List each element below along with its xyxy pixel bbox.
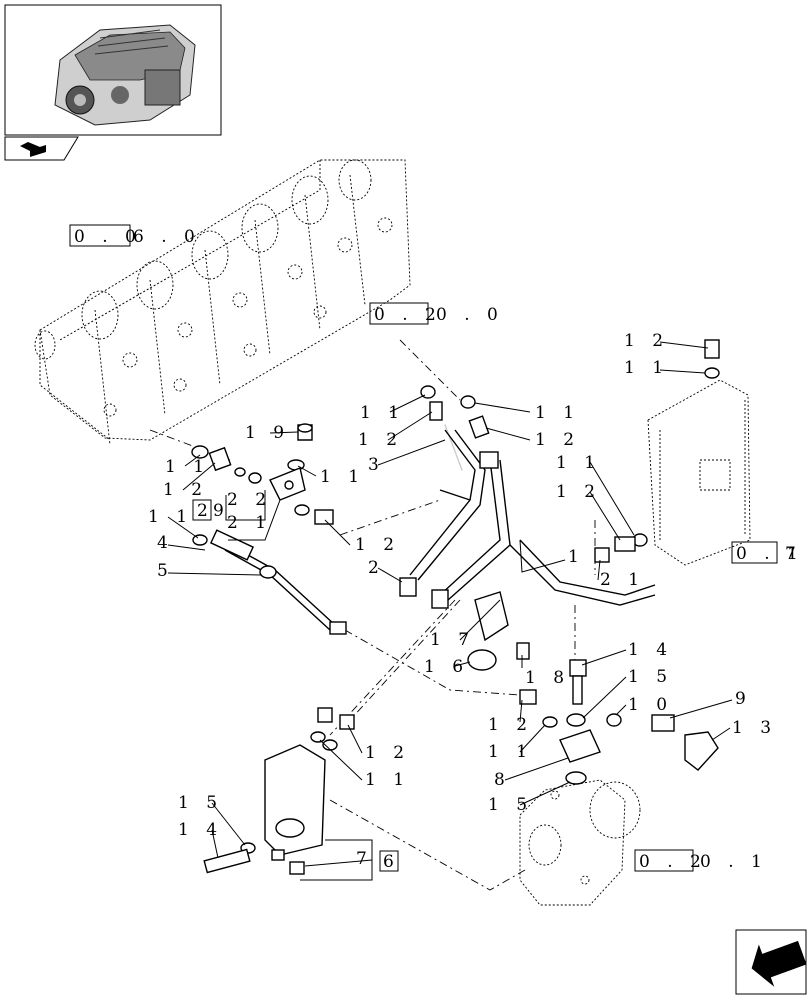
callout-12-c: 1 2 — [163, 480, 208, 500]
callout-11-d: 1 1 — [320, 467, 365, 487]
callout-5: 5 — [157, 561, 174, 581]
ref-0200-box: 0 . 2 — [374, 305, 442, 325]
callout-6-box: 6 — [383, 852, 400, 872]
callout-11-i: 1 1 — [365, 770, 410, 790]
callout-12-f: 1 2 — [624, 331, 669, 351]
callout-29: 2 9 — [192, 499, 230, 521]
callout-12-d: 1 2 — [355, 535, 400, 555]
callout-4: 4 — [157, 533, 174, 553]
fuel-pump-outline — [519, 779, 641, 906]
callout-6: 6 — [379, 850, 400, 872]
callout-13: 1 3 — [732, 718, 777, 738]
ref-0200[interactable]: 0 . 2 0 . 0 — [369, 302, 504, 325]
callout-15-a: 1 5 — [628, 667, 673, 687]
callout-16: 1 6 — [424, 657, 469, 677]
callout-11-c: 1 1 — [165, 457, 210, 477]
parts — [191, 339, 720, 875]
callout-11-e: 1 1 — [148, 507, 193, 527]
callout-21-a: 2 1 — [227, 513, 272, 533]
ref-0201[interactable]: 0 . 2 0 . 1 — [634, 849, 768, 872]
callout-11-h: 1 1 — [488, 742, 533, 762]
engine-thumbnail[interactable] — [4, 4, 222, 136]
callout-29-box: 2 — [197, 501, 214, 521]
cylinder-head-outline — [34, 159, 411, 446]
next-page-button[interactable] — [735, 929, 810, 995]
ref-0060-box: 0 . 0 — [74, 227, 142, 247]
callout-11-g: 1 1 — [624, 358, 669, 378]
callout-1: 1 — [568, 547, 585, 567]
callout-11-f: 1 1 — [556, 453, 601, 473]
next-page-arrow-icon — [751, 940, 807, 987]
ref-0060[interactable]: 0 . 0 6 . 0 — [69, 224, 201, 247]
callout-12-h: 1 2 — [365, 743, 410, 763]
fuel-tubes — [224, 429, 656, 631]
callout-2: 2 — [368, 558, 385, 578]
callout-21-b: 2 1 — [600, 570, 645, 590]
ref-017-rest: 7 — [785, 544, 802, 564]
callout-15-b: 1 5 — [488, 795, 533, 815]
ref-0201-rest: 0 . 1 — [700, 852, 768, 872]
callout-14-a: 1 4 — [628, 640, 673, 660]
callouts: 1 1 1 2 3 1 1 1 2 1 9 1 1 1 2 1 1 2 9 2 … — [148, 331, 777, 881]
leader-lines — [149, 339, 596, 891]
callout-10: 1 0 — [628, 695, 673, 715]
callout-9: 9 — [735, 689, 752, 709]
callout-7: 7 — [356, 849, 373, 869]
engine-thumbnail-image — [54, 24, 196, 126]
callout-17: 1 7 — [430, 630, 475, 650]
book-icon — [20, 142, 46, 157]
ref-017-box: 0 . 1 — [736, 544, 804, 564]
callout-12-a: 1 2 — [358, 430, 403, 450]
callout-19: 1 9 — [245, 423, 290, 443]
callout-12-e: 1 2 — [556, 482, 601, 502]
callout-12-g: 1 2 — [488, 715, 533, 735]
callout-11-a: 1 1 — [360, 403, 405, 423]
callout-18: 1 8 — [525, 668, 570, 688]
callout-22: 2 2 — [227, 490, 272, 510]
callout-14-b: 1 4 — [178, 820, 223, 840]
callout-3: 3 — [368, 455, 385, 475]
callout-29-rest: 9 — [213, 501, 230, 521]
ref-0200-rest: 0 . 0 — [436, 305, 504, 325]
ref-017[interactable]: 0 . 1 7 — [731, 541, 804, 564]
ref-0201-box: 0 . 2 — [639, 852, 707, 872]
book-tab[interactable] — [4, 136, 79, 161]
callout-8: 8 — [494, 770, 511, 790]
callout-12-b: 1 2 — [535, 430, 580, 450]
ecu-outline — [647, 379, 751, 566]
callout-15-c: 1 5 — [178, 793, 223, 813]
callout-11-b: 1 1 — [535, 403, 580, 423]
ref-0060-rest: 6 . 0 — [133, 227, 201, 247]
